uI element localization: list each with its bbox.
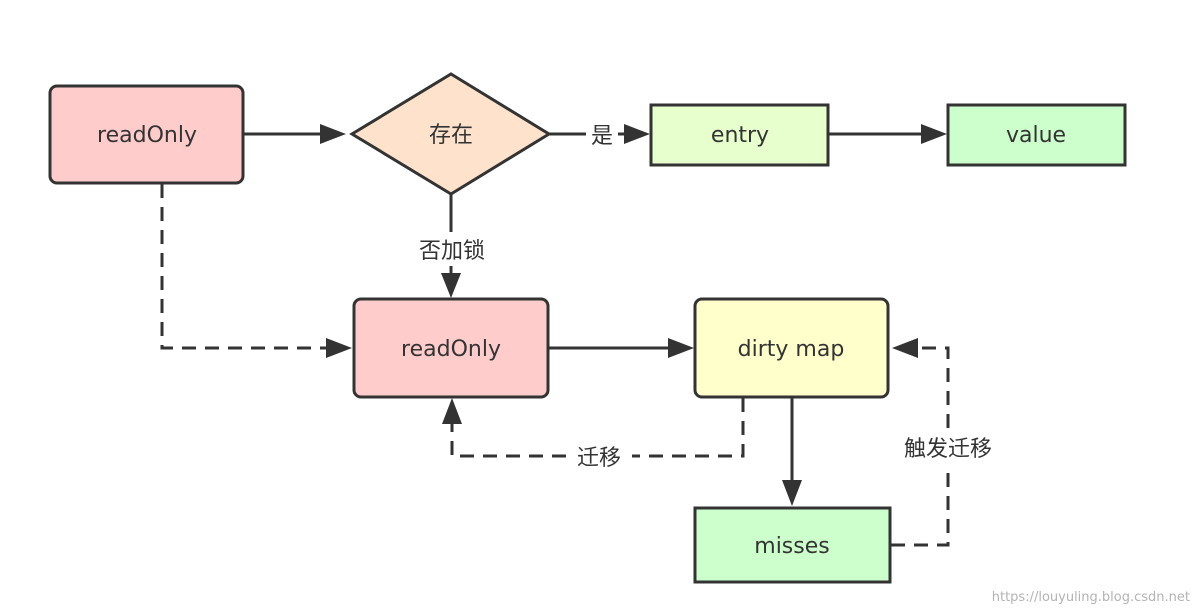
edge-exists-to-readonly-mid [441,195,461,298]
node-value-label: value [1006,123,1066,148]
node-entry-label: entry [711,123,769,148]
node-readonly-top-box [48,84,245,185]
node-readonly-mid: readOnly [352,297,550,399]
watermark-text: https://louyuling.blog.csdn.net [992,590,1190,605]
edge-label-no-lock: 否加锁 [419,239,485,264]
edge-misses-to-dirty-map-dashed [891,338,950,547]
node-exists-decision: 存在 [349,72,552,196]
node-dirty-map-box [693,297,890,399]
node-readonly-mid-box [352,297,550,399]
node-dirty-map: dirty map [693,297,890,399]
edge-exists-to-entry [549,124,650,144]
node-dirty-map-label: dirty map [738,337,845,362]
edge-label-migrate: 迁移 [577,446,621,471]
node-misses-label: misses [754,534,829,559]
node-misses-box [693,506,892,584]
edge-entry-to-value [828,124,947,144]
edge-readonly-mid-to-dirty-map [549,338,694,358]
node-exists-label: 存在 [429,123,473,148]
edge-dirty-map-to-readonly-mid-dashed [442,398,745,458]
edge-label-trigger-migrate: 触发迁移 [904,437,992,462]
node-exists-diamond [349,72,552,196]
node-misses: misses [693,506,892,584]
node-readonly-top-label: readOnly [97,123,197,148]
node-entry-box [649,103,830,167]
node-readonly-mid-label: readOnly [401,337,501,362]
edge-dirty-map-to-misses [782,398,802,506]
node-value: value [946,103,1127,167]
node-value-box [946,103,1127,167]
node-readonly-top: readOnly [48,84,245,185]
edge-label-yes: 是 [591,124,613,149]
edge-readonly-to-exists [244,124,346,144]
edge-readonly-top-to-readonly-mid-dashed [160,184,352,358]
node-entry: entry [649,103,830,167]
